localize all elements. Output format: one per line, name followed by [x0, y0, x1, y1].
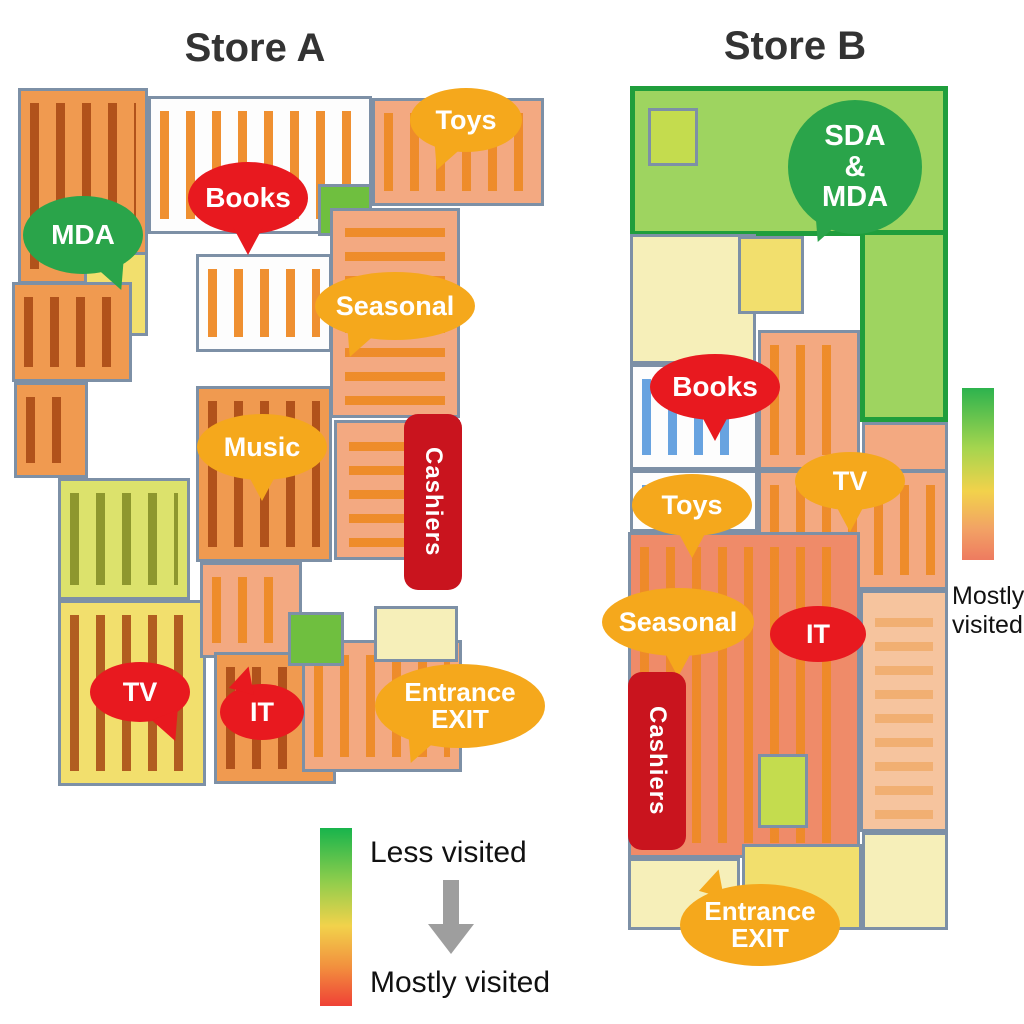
callout-cashiers-b: Cashiers [628, 672, 686, 850]
store-b-region-most-visited [628, 532, 860, 858]
store-a-region-entrance-green [288, 612, 344, 666]
arrow-head [428, 924, 474, 954]
store-a-region-mid-shelves [196, 254, 332, 352]
callout-entrance-b: Entrance EXIT [680, 884, 840, 966]
callout-label: Toys [435, 104, 497, 135]
callout-label: Seasonal [618, 606, 738, 637]
callout-entrance-a: Entrance EXIT [375, 664, 545, 748]
callout-label: IT [806, 618, 830, 649]
callout-tv-a: TV [90, 662, 190, 722]
down-arrow-icon [428, 880, 474, 956]
callout-toys-b: Toys [632, 474, 752, 536]
legend-right-most-label: Mostly visited [952, 582, 1024, 639]
callout-it-b: IT [770, 606, 866, 662]
callout-label: Cashiers [420, 447, 447, 557]
store-b-region-lime-small [758, 754, 808, 828]
callout-label: SDA & MDA [821, 120, 889, 214]
callout-label: Music [223, 431, 301, 462]
heat-gradient-bar [320, 828, 352, 1006]
callout-music-a: Music [197, 414, 327, 480]
store-b-region-green-column [860, 230, 948, 422]
callout-label: Books [672, 371, 758, 403]
store-b-region-bottom-right [862, 832, 948, 930]
callout-label: Seasonal [335, 290, 455, 321]
store-b-region-lime-block [648, 108, 698, 166]
callout-tv-b: TV [795, 452, 905, 510]
callout-books-a: Books [188, 162, 308, 234]
store-a-region-info-box [374, 606, 458, 662]
heat-gradient-bar-right [962, 388, 994, 560]
store-a-region-left-mid [12, 282, 132, 382]
store-b-region-yellow-small [738, 236, 804, 314]
store-b-title: Store B [723, 24, 867, 68]
callout-label: MDA [51, 219, 115, 251]
arrow-shaft [443, 880, 459, 926]
callout-label: IT [250, 696, 274, 727]
callout-cashiers-a: Cashiers [404, 414, 462, 590]
callout-mda-a: MDA [23, 196, 143, 274]
callout-toys-a: Toys [410, 88, 522, 152]
callout-seasonal-b: Seasonal [602, 588, 754, 656]
callout-label: Entrance EXIT [704, 895, 816, 953]
callout-label: Toys [661, 489, 723, 520]
callout-label: Books [205, 182, 291, 214]
callout-label: Cashiers [644, 706, 671, 816]
callout-books-b: Books [650, 354, 780, 420]
store-a-region-yellowgreen [58, 478, 190, 600]
legend-most-label: Mostly visited [370, 966, 551, 999]
callout-it-a: IT [220, 684, 304, 740]
store-a-region-left-small [14, 382, 88, 478]
callout-label: TV [832, 465, 868, 496]
callout-label: Entrance EXIT [404, 676, 516, 734]
callout-sda-mda-b: SDA & MDA [788, 100, 922, 234]
legend-less-label: Less visited [370, 836, 527, 869]
store-a-title: Store A [184, 26, 326, 70]
callout-seasonal-a: Seasonal [315, 272, 475, 340]
store-b-region-paleyellow [630, 234, 756, 364]
callout-label: TV [122, 676, 158, 707]
store-a-region-mid-salmon [200, 562, 302, 658]
store-b-region-right-lower [860, 590, 948, 832]
